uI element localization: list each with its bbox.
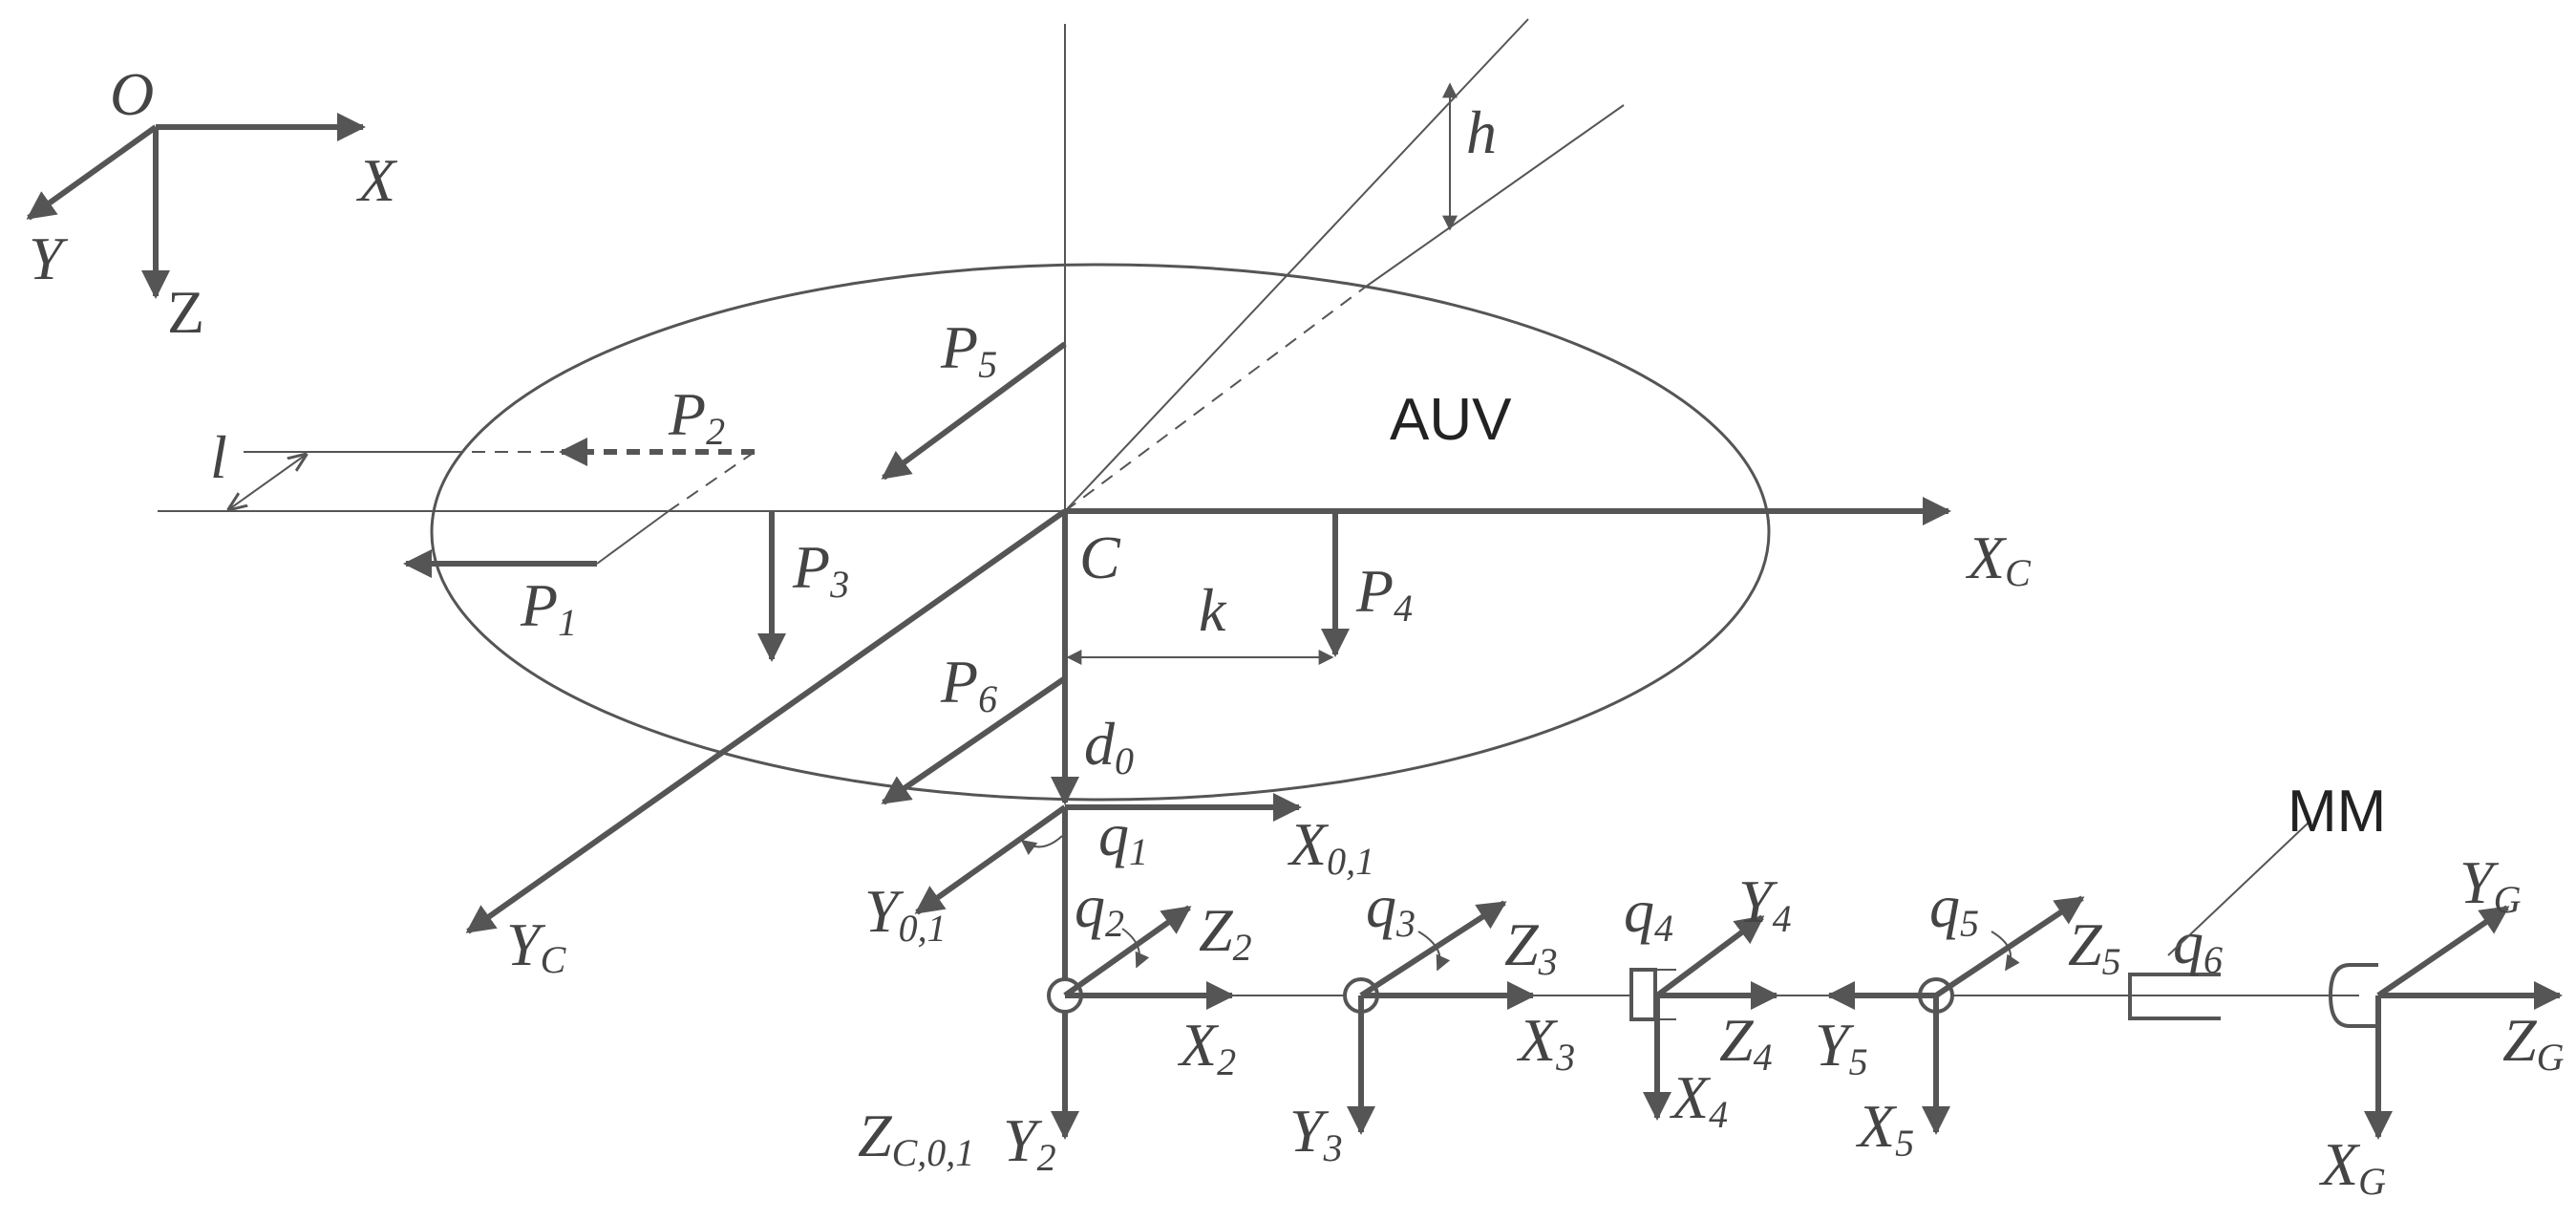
y01-axis <box>914 804 1067 915</box>
h-line-lower-dashed <box>1064 286 1367 512</box>
label-x4: X4 <box>1669 1063 1728 1136</box>
label-mm: MM <box>2288 779 2386 845</box>
label-l: l <box>210 423 227 491</box>
z3-axis <box>1359 900 1507 998</box>
z2-axis <box>1063 905 1192 998</box>
label-p1: P1 <box>520 571 577 644</box>
label-x3: X3 <box>1516 1006 1575 1079</box>
gripper-icon <box>2328 963 2378 1028</box>
thruster-p5-arrow <box>881 341 1067 481</box>
label-yg: YG <box>2459 848 2522 921</box>
label-y: Y <box>29 225 69 292</box>
p1-link <box>596 510 670 565</box>
label-o: O <box>110 60 154 128</box>
yg-axis <box>2376 905 2510 998</box>
label-q4: q4 <box>1624 877 1673 950</box>
z5-axis <box>1934 895 2085 998</box>
joint-6-icon <box>2128 973 2221 1020</box>
label-y4: Y4 <box>1738 867 1792 940</box>
label-q1: q1 <box>1098 801 1148 873</box>
label-p6: P6 <box>940 648 997 720</box>
label-d0: d0 <box>1084 710 1134 782</box>
mm-leader-line <box>2167 821 2310 956</box>
label-c: C <box>1079 524 1121 591</box>
p2-link-dashed <box>668 451 756 512</box>
label-q5: q5 <box>1929 872 1979 945</box>
label-z5: Z5 <box>2068 910 2121 983</box>
thruster-p6-arrow <box>881 675 1067 805</box>
label-xc: XC <box>1965 524 2032 594</box>
label-z3: Z3 <box>1504 910 1558 983</box>
label-q6: q6 <box>2173 909 2223 981</box>
label-p3: P3 <box>792 533 849 606</box>
label-p2: P2 <box>668 380 725 453</box>
y4-axis <box>1655 914 1765 998</box>
q5-rotation-icon <box>1991 931 2020 972</box>
label-z4: Z4 <box>1719 1006 1773 1079</box>
label-q3: q3 <box>1366 872 1416 945</box>
label-z2: Z2 <box>1199 896 1252 969</box>
label-h: h <box>1466 98 1497 166</box>
label-p4: P4 <box>1355 557 1413 630</box>
label-y5: Y5 <box>1815 1011 1868 1083</box>
label-y3: Y3 <box>1289 1097 1343 1169</box>
label-auv: AUV <box>1390 387 1512 453</box>
global-y-axis <box>26 124 158 221</box>
global-frame: O X Y Z <box>26 60 398 346</box>
label-p5: P5 <box>940 313 997 386</box>
label-yc: YC <box>506 910 567 981</box>
label-x01: X0,1 <box>1287 810 1374 883</box>
q3-rotation-icon <box>1417 931 1451 972</box>
label-x5: X5 <box>1855 1092 1914 1165</box>
q2-rotation-icon <box>1121 928 1150 969</box>
label-zg: ZG <box>2502 1006 2565 1079</box>
label-q2: q2 <box>1075 872 1124 945</box>
yc-axis <box>465 508 1067 934</box>
label-x2: X2 <box>1177 1011 1236 1083</box>
h-line-lower-solid <box>1365 104 1625 288</box>
q1-rotation-icon <box>1020 835 1063 856</box>
joint-4-icon <box>1629 968 1657 1021</box>
label-zc01: ZC,0,1 <box>858 1102 974 1174</box>
label-x: X <box>355 146 398 214</box>
label-y01: Y0,1 <box>864 877 947 950</box>
l-dimension <box>229 455 306 509</box>
label-k: k <box>1199 576 1227 644</box>
label-y2: Y2 <box>1003 1106 1056 1179</box>
auv-hull <box>430 263 1771 802</box>
label-xg: XG <box>2318 1130 2386 1203</box>
label-z: Z <box>167 278 204 346</box>
